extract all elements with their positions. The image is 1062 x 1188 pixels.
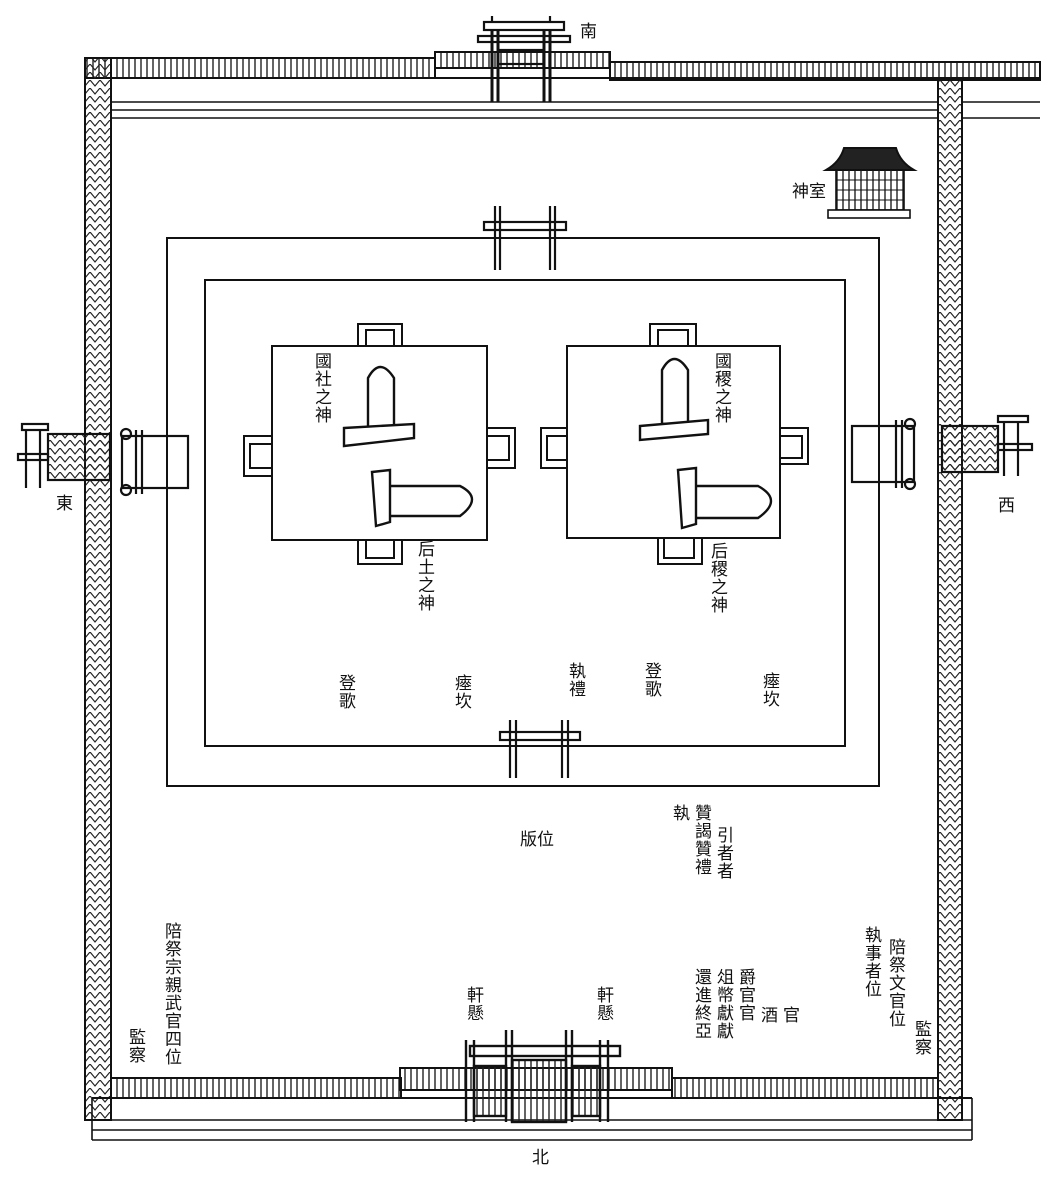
inner-enclosure — [204, 279, 846, 747]
label-xuanxuan-left: 軒懸 — [463, 986, 483, 1022]
outer-road-lines — [91, 101, 1040, 1141]
right-altar — [540, 323, 809, 565]
label-officials-col2: 贊謁贊禮 — [691, 804, 711, 876]
label-dengge-left: 登歌 — [335, 674, 355, 710]
label-west: 西 — [998, 496, 1015, 516]
label-lower-left-col2: 監察 — [125, 1028, 145, 1064]
label-officials-col1: 執 — [669, 804, 689, 822]
south-gate — [476, 16, 572, 102]
label-dengge-right: 登歌 — [641, 662, 661, 698]
label-yikan-right: 瘞坎 — [759, 672, 779, 708]
shrine-building — [822, 147, 918, 219]
east-gate — [16, 422, 112, 488]
middle-enclosure — [166, 237, 880, 787]
label-guoji: 國稷之神 — [711, 352, 731, 424]
label-zhili: 執禮 — [565, 662, 585, 698]
label-houji: 后稷之神 — [707, 542, 727, 614]
label-lower-right-col1: 執事者位 — [861, 926, 881, 998]
outer-wall — [84, 51, 1041, 1121]
label-offering-col1: 還進終亞 — [691, 968, 711, 1040]
label-offering-col5: 官 — [779, 1006, 799, 1024]
label-lower-right-col3: 監察 — [911, 1020, 931, 1056]
label-banwei: 版位 — [520, 830, 554, 850]
label-east: 東 — [56, 494, 73, 514]
label-shrine-room: 神室 — [792, 182, 826, 202]
label-lower-right-col2: 陪祭文官位 — [885, 938, 905, 1028]
label-south: 南 — [580, 22, 597, 42]
north-gate — [464, 1030, 622, 1124]
label-officials-col3: 引者者 — [713, 826, 733, 880]
label-xuanxuan-right: 軒懸 — [593, 986, 613, 1022]
label-guoshe: 國社之神 — [311, 352, 331, 424]
label-yikan-left: 瘞坎 — [451, 674, 471, 710]
label-offering-col4: 酒 — [757, 1006, 777, 1024]
inner-gates — [119, 206, 917, 778]
label-north: 北 — [532, 1148, 549, 1168]
left-altar — [243, 323, 516, 565]
label-offering-col2: 俎幣獻獻 — [713, 968, 733, 1040]
label-offering-col3: 爵官官 — [735, 968, 755, 1022]
west-gate — [940, 414, 1034, 476]
label-houtu: 后土之神 — [414, 540, 434, 612]
label-lower-left-col1: 陪祭宗親武官四位 — [161, 922, 181, 1066]
